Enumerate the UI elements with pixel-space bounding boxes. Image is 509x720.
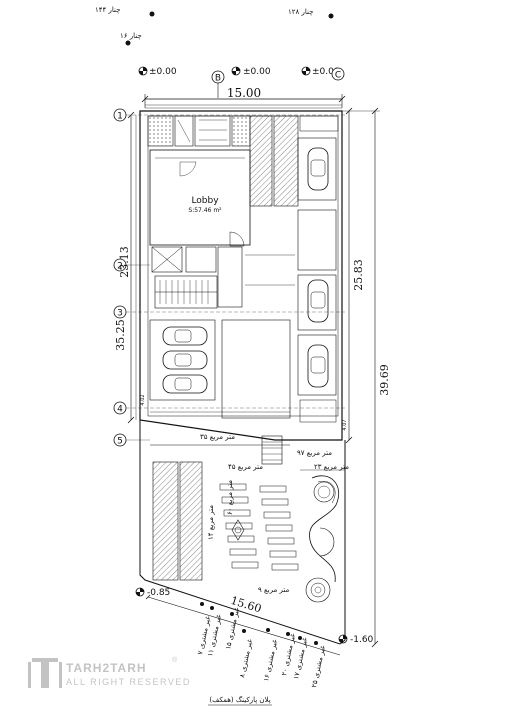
level-top-2: ±0.00 — [243, 67, 271, 77]
grid-bubble-b: B — [211, 70, 225, 98]
dim-small-left: 4.02 — [140, 394, 146, 405]
row-grid: 1 2 3 4 5 — [113, 108, 345, 447]
hatched-wall-strip-1 — [249, 115, 273, 207]
dim-left-1: 23.13 — [118, 246, 131, 278]
level-top-1: ±0.00 — [149, 67, 177, 77]
neighbor-c-label: چنار ۱۶ — [120, 32, 142, 40]
label-area-45: ۴۵ متر مربع — [228, 463, 263, 471]
hatched-ramp-strip — [273, 115, 299, 207]
dim-right-2: 39.69 — [378, 364, 391, 396]
car-4 — [162, 326, 208, 346]
watermark-logo: TARH2TARH ALL RIGHT RESERVED ® — [28, 656, 191, 688]
yard-area — [150, 435, 345, 603]
grid-bubble-c: C — [331, 67, 345, 81]
neighbor-b-label: چنار ۱۲۸ — [288, 8, 313, 16]
landscape-labels: ۳۵ متر مربع ۹۷ متر مربع ۴۵ متر مربع ۲۳ م… — [200, 433, 349, 594]
row-label-4: 4 — [117, 405, 123, 415]
bottom-label-5: غیر مشتری ۱۶ — [262, 638, 279, 682]
label-area-35: ۳۵ متر مربع — [200, 433, 235, 441]
top-service-band — [147, 115, 251, 147]
label-area-14: ۱۴ متر مربع — [207, 505, 215, 540]
row-label-2: 2 — [117, 262, 123, 272]
level-marker-3: ±0.00 — [301, 66, 340, 77]
watermark-brand: TARH2TARH — [66, 661, 147, 675]
row-bubble-1: 1 — [113, 108, 127, 122]
right-dimensions: 25.83 39.69 4.07 — [342, 107, 391, 648]
level-top-3: ±0.00 — [312, 67, 340, 77]
row-bubble-5: 5 — [113, 433, 127, 447]
label-area-9: ۹ متر مربع — [258, 586, 289, 594]
bottom-labels: غیر مشتری ۷ غیر مشتری ۱۱ غیر مشتری ۱۵ غی… — [196, 602, 327, 688]
level-bottom-right: -1.60 — [350, 635, 374, 645]
stair-core — [151, 246, 243, 309]
lobby-area: S:57.46 m² — [188, 207, 222, 214]
car-2 — [307, 279, 329, 323]
row-label-1: 1 — [117, 112, 123, 122]
dim-top-width: 15.00 — [227, 86, 261, 100]
row-bubble-4: 4 — [113, 401, 127, 415]
row-label-3: 3 — [117, 309, 123, 319]
row-bubble-3: 3 — [113, 305, 127, 319]
level-marker-2: ±0.00 — [231, 66, 271, 77]
level-marker-bottom-left: -0.85 — [135, 587, 170, 598]
dim-right-1: 25.83 — [352, 259, 365, 291]
plan-caption: پلان پارکینگ (همکف) — [209, 695, 270, 704]
top-width-dimension: 15.00 — [141, 86, 346, 108]
label-area-23: ۲۳ متر مربع — [314, 463, 349, 471]
dim-left-2: 35.25 — [114, 319, 127, 351]
watermark-registered: ® — [172, 656, 178, 664]
car-6 — [162, 374, 208, 394]
bottom-label-3: غیر مشتری ۱۵ — [224, 606, 241, 650]
grid-label-c: C — [335, 71, 341, 81]
car-5 — [162, 350, 208, 370]
car-1 — [307, 147, 329, 191]
level-marker-bottom-right: -1.60 — [338, 634, 374, 645]
level-bottom-left: -0.85 — [147, 588, 170, 598]
lobby-name: Lobby — [191, 196, 219, 206]
dim-small-right: 4.07 — [342, 419, 348, 430]
bottom-width-dimension: 15.60 — [145, 594, 341, 656]
level-marker-1: ±0.00 — [138, 66, 177, 77]
bottom-label-4: غیر مشتری ۸ — [238, 638, 254, 678]
label-area-97: ۹۷ متر مربع — [297, 449, 332, 457]
bottom-label-8: غیر مشتری ۲۵ — [310, 644, 327, 688]
row-label-5: 5 — [117, 437, 123, 447]
left-dimensions: 23.13 35.25 4.02 — [114, 111, 146, 424]
car-3 — [307, 344, 329, 388]
watermark-subtitle: ALL RIGHT RESERVED — [66, 677, 191, 687]
top-level-markers: ±0.00 ±0.00 ±0.00 — [138, 66, 340, 77]
row-bubble-2: 2 — [113, 258, 127, 272]
grid-label-b: B — [215, 74, 221, 84]
neighbor-a-label: چنار ۱۴۴ — [95, 6, 120, 14]
label-area-60: ۶۰ متر مربع — [226, 480, 234, 515]
lobby-room: Lobby S:57.46 m² — [149, 149, 251, 247]
neighbor-labels: چنار ۱۴۴ چنار ۱۲۸ چنار ۱۶ — [95, 6, 334, 46]
parking-area — [149, 137, 337, 423]
